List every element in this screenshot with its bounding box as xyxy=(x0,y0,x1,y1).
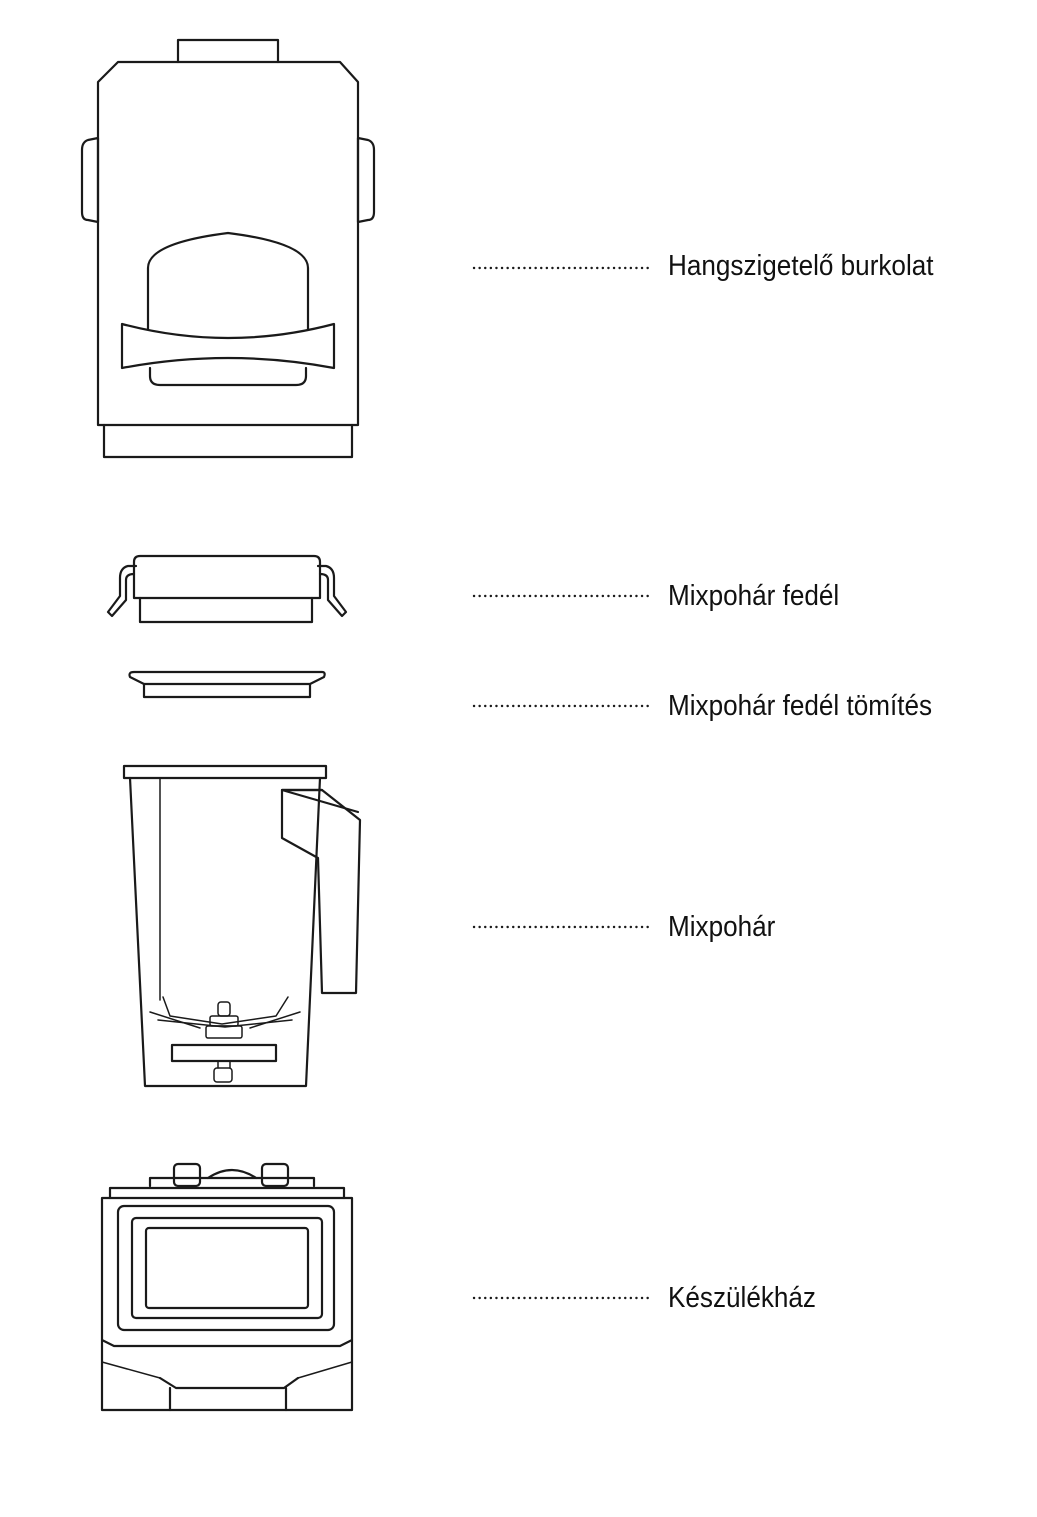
jar-lid-illustration xyxy=(106,554,348,624)
blade-assembly xyxy=(149,996,301,1083)
lid-seal-illustration xyxy=(128,670,326,699)
label-jar-lid: Mixpohár fedél xyxy=(668,580,840,612)
label-lid-seal: Mixpohár fedél tömítés xyxy=(668,690,933,722)
blender-jar-illustration xyxy=(122,764,362,1088)
label-motor-base: Készülékház xyxy=(668,1282,816,1314)
sound-enclosure-illustration xyxy=(80,38,376,459)
label-blender-jar: Mixpohár xyxy=(668,911,776,943)
label-sound-enclosure: Hangszigetelő burkolat xyxy=(668,250,934,282)
motor-base-illustration xyxy=(100,1162,354,1412)
